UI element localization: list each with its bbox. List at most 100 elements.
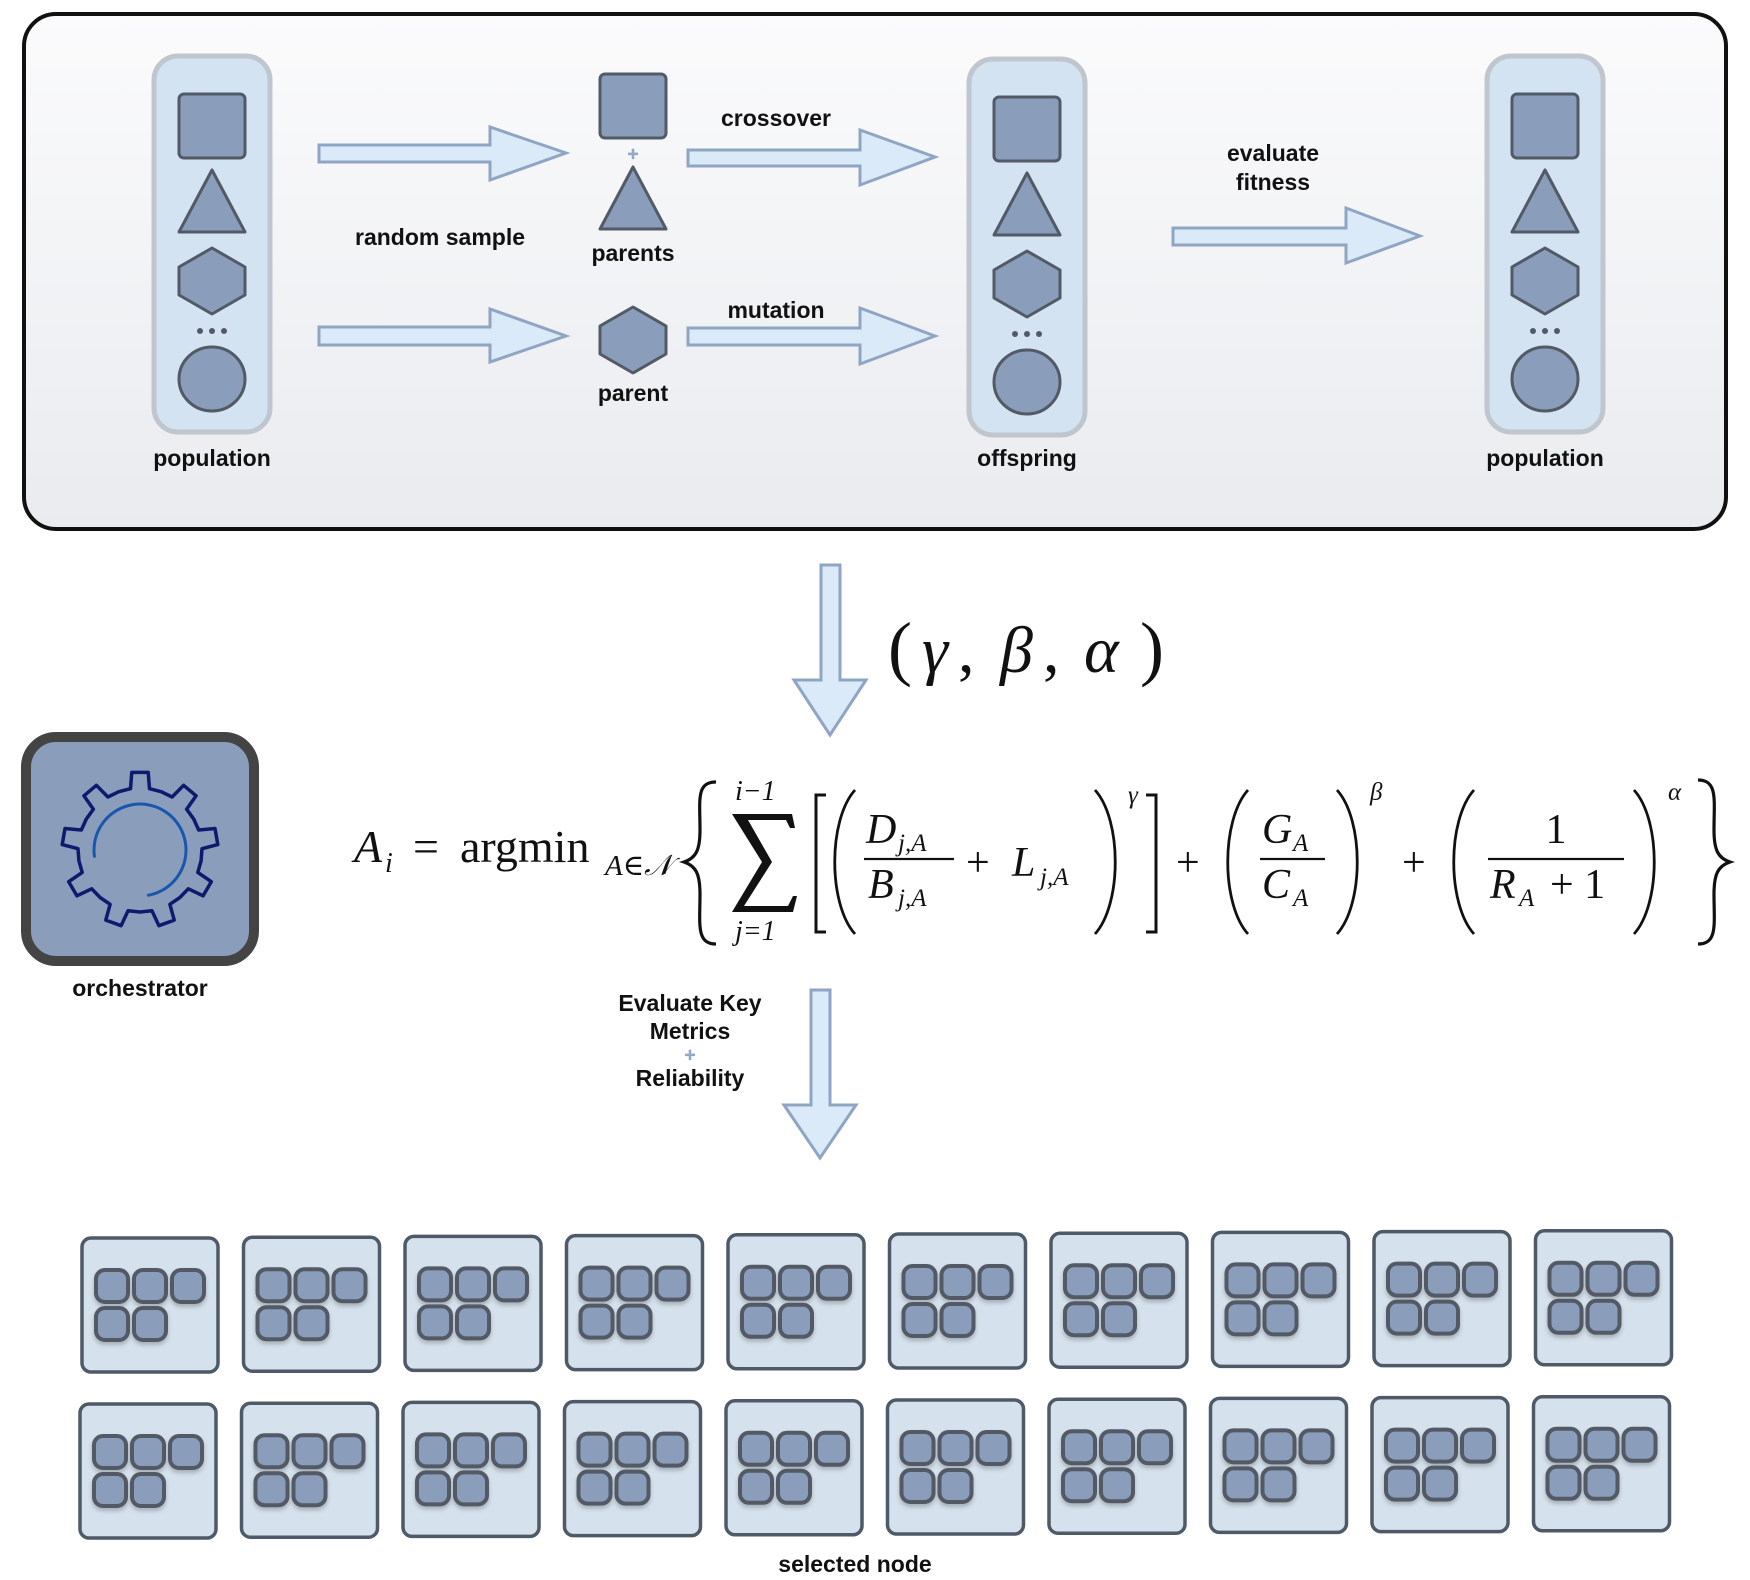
node-frame (239, 1401, 380, 1539)
term3-denominator-sub: A (1517, 885, 1535, 912)
processor-chip-icon (455, 1304, 491, 1341)
parent-hexagon-icon (598, 305, 668, 375)
term2-denominator: C (1262, 862, 1291, 908)
term1-plus: + (966, 840, 990, 886)
node-frame (1372, 1229, 1512, 1368)
population-column (151, 53, 273, 435)
processor-chip-icon (417, 1304, 453, 1341)
param-beta: β (998, 614, 1033, 687)
processor-chip-icon (1061, 1429, 1097, 1466)
offspring-column (966, 56, 1088, 438)
sigma-icon (732, 814, 797, 912)
server-node (885, 1398, 1026, 1536)
term1-addend-sub: j,A (1037, 864, 1069, 891)
processor-chip-icon (1222, 1428, 1259, 1465)
processor-chip-icon (293, 1305, 330, 1342)
processor-chip-icon (1099, 1467, 1135, 1504)
crossover-arrow-icon (686, 127, 940, 188)
brace-left (678, 780, 717, 946)
parents-label: parents (591, 240, 674, 266)
orchestrator-label: orchestrator (72, 975, 208, 1001)
evaluate-metrics-line1: Evaluate Key (618, 990, 761, 1016)
evaluate-label-line1: evaluate (1227, 140, 1319, 166)
plus-2: + (1402, 840, 1426, 886)
population-label: population (153, 445, 271, 471)
term2-denominator-sub: A (1291, 885, 1309, 912)
processor-chip-icon (132, 1306, 168, 1342)
processor-chip-icon (937, 1468, 974, 1504)
processor-chip-icon (1585, 1260, 1622, 1297)
selected-node-label: selected node (778, 1551, 931, 1577)
processor-chip-icon (255, 1305, 292, 1342)
node-frame (887, 1232, 1028, 1370)
processor-chip-icon (1386, 1299, 1422, 1336)
sum-upper: i−1 (735, 776, 776, 807)
node-frame (885, 1398, 1026, 1536)
processor-chip-icon (415, 1432, 451, 1469)
node-frame (403, 1234, 543, 1373)
processor-chip-icon (1224, 1262, 1261, 1299)
processor-chip-icon (1260, 1428, 1297, 1465)
selection-formula: A i = argmin A∈𝒩 i−1 j=1 D j,A B j,A + L… (351, 776, 1736, 947)
term1-addend: L (1011, 840, 1035, 886)
paren-left-3 (1452, 789, 1476, 935)
processor-chip-icon (1547, 1298, 1584, 1335)
processor-chip-icon (1386, 1261, 1422, 1298)
processor-chip-icon (1585, 1298, 1622, 1335)
node-frame (1531, 1395, 1672, 1533)
node-frame (80, 1236, 220, 1374)
term3-exponent: α (1668, 779, 1682, 806)
formula-lhs: A (351, 821, 383, 872)
processor-chip-icon (1545, 1464, 1582, 1501)
population-out-column (1484, 53, 1606, 435)
term1-denominator: B (868, 862, 894, 908)
processor-chip-icon (1547, 1260, 1584, 1297)
processor-chip-icon (740, 1264, 776, 1301)
paren-right-2 (1335, 789, 1359, 935)
processor-chip-icon (740, 1302, 776, 1339)
processor-chip-icon (1262, 1300, 1299, 1337)
server-node (887, 1232, 1028, 1370)
processor-chip-icon (291, 1433, 328, 1470)
node-cluster (78, 1229, 1674, 1540)
processor-chip-icon (453, 1432, 489, 1469)
processor-chip-icon (1424, 1299, 1460, 1336)
orchestrator-box (21, 732, 259, 966)
node-frame (241, 1235, 382, 1373)
paren-left-2 (1226, 789, 1250, 935)
processor-chip-icon (1422, 1427, 1458, 1464)
processor-chip-icon (1460, 1427, 1496, 1464)
processor-chip-icon (1137, 1429, 1173, 1466)
formula-equals: = (413, 821, 439, 872)
node-frame (1210, 1230, 1351, 1369)
parameter-tuple: ( γ , β , α ) (888, 608, 1164, 688)
processor-chip-icon (652, 1431, 689, 1468)
processor-chip-icon (1101, 1263, 1137, 1300)
mutation-arrow-icon (686, 305, 940, 367)
processor-chip-icon (253, 1433, 290, 1470)
processor-chip-icon (937, 1430, 974, 1466)
server-node (724, 1399, 864, 1537)
processor-chip-icon (738, 1468, 774, 1505)
processor-chip-icon (1583, 1464, 1620, 1501)
evolution-panel: population random sample + parents paren… (22, 12, 1728, 531)
crossover-label: crossover (721, 105, 831, 131)
parent-triangle-icon (598, 165, 668, 231)
processor-chip-icon (132, 1268, 168, 1304)
processor-chip-icon (1061, 1467, 1097, 1504)
parents-group: + parents (591, 72, 675, 266)
processor-chip-icon (1099, 1429, 1135, 1466)
tuple-sep-2: , (1043, 614, 1060, 687)
processor-chip-icon (816, 1264, 852, 1301)
server-node (241, 1235, 382, 1373)
gear-icon (60, 770, 220, 928)
processor-chip-icon (939, 1264, 976, 1300)
processor-chip-icon (94, 1268, 130, 1304)
processor-chip-icon (576, 1469, 613, 1506)
plus-1: + (1176, 840, 1200, 886)
server-node (1533, 1229, 1674, 1367)
processor-chip-icon (455, 1266, 491, 1303)
plus-icon: + (628, 144, 639, 164)
term3-denominator: R (1489, 862, 1516, 908)
processor-chip-icon (94, 1306, 130, 1342)
